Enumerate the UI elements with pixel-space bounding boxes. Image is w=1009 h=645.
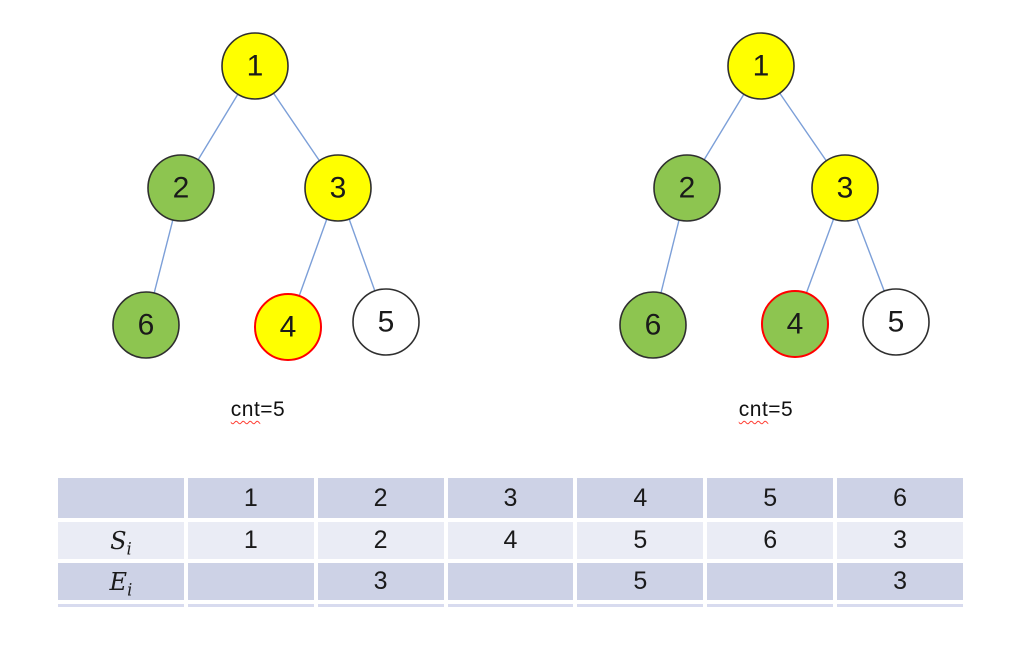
tree-node-3: 3 (811, 154, 879, 222)
caption-word: cnt (230, 398, 261, 421)
node-circle (727, 32, 795, 100)
caption-rest: =5 (260, 398, 286, 421)
table-row-label-ei: Ei (58, 563, 184, 600)
table-cell: 3 (837, 522, 963, 559)
tree-node-6: 6 (619, 291, 687, 359)
tree-node-1: 1 (727, 32, 795, 100)
row-label-base: S (110, 526, 127, 555)
table-header-cell: 5 (707, 478, 834, 518)
node-label: 3 (330, 172, 347, 205)
node-circle (862, 288, 930, 356)
tree-node-1: 1 (221, 32, 289, 100)
table-border-cell (187, 604, 314, 607)
table-header-cell: 3 (447, 478, 574, 518)
node-label: 5 (378, 306, 395, 339)
table-border-cell (58, 604, 184, 607)
caption-rest: =5 (768, 398, 794, 421)
right-tree: 1 2 3 6 4 5 (619, 32, 930, 359)
table-header-cell (58, 478, 184, 518)
right-tree-caption: cnt=5 (739, 398, 793, 422)
array-table: 1 2 3 4 5 6 Si 1 2 4 5 6 3 Ei 3 5 3 (58, 478, 963, 607)
node-circle (221, 32, 289, 100)
left-tree: 1 2 3 6 4 5 (112, 32, 420, 361)
tree-node-5: 5 (352, 288, 420, 356)
table-cell: 6 (707, 522, 834, 559)
node-circle (254, 293, 322, 361)
row-label-sub: i (126, 539, 132, 559)
table-border-cell (317, 604, 444, 607)
left-tree-caption: cnt=5 (231, 398, 285, 422)
tree-node-5: 5 (862, 288, 930, 356)
node-label: 5 (888, 306, 905, 339)
table-cell: 4 (447, 522, 574, 559)
node-label: 6 (138, 309, 155, 342)
caption-word: cnt (738, 398, 769, 421)
row-label-base: E (109, 567, 128, 596)
table-cell: 5 (577, 522, 704, 559)
node-label: 4 (787, 308, 804, 341)
tree-node-4: 4 (761, 290, 829, 358)
trees-svg: 1 2 3 6 4 5 1 2 3 6 4 5 (112, 32, 930, 361)
table-row-label-si: Si (58, 522, 184, 559)
table-cell: 2 (317, 522, 444, 559)
node-circle (112, 291, 180, 359)
node-label: 1 (753, 50, 770, 83)
node-circle (619, 291, 687, 359)
table-header-cell: 2 (317, 478, 444, 518)
table-cell (707, 563, 834, 600)
table-border-cell (577, 604, 704, 607)
table-cell (187, 563, 314, 600)
table-cell: 3 (317, 563, 444, 600)
node-circle (147, 154, 215, 222)
node-circle (811, 154, 879, 222)
table-border-cell (707, 604, 834, 607)
node-circle (352, 288, 420, 356)
table-border-cell (837, 604, 963, 607)
node-circle (304, 154, 372, 222)
table-border-cell (447, 604, 574, 607)
table-cell: 3 (837, 563, 963, 600)
tree-node-4: 4 (254, 293, 322, 361)
table-header-cell: 1 (187, 478, 314, 518)
tree-node-6: 6 (112, 291, 180, 359)
table-cell: 1 (187, 522, 314, 559)
node-label: 1 (247, 50, 264, 83)
table-header-cell: 6 (837, 478, 963, 518)
node-label: 2 (679, 172, 696, 205)
node-circle (653, 154, 721, 222)
node-label: 3 (837, 172, 854, 205)
tree-node-2: 2 (147, 154, 215, 222)
table-cell (447, 563, 574, 600)
node-label: 4 (280, 311, 297, 344)
table-cell: 5 (577, 563, 704, 600)
node-label: 6 (645, 309, 662, 342)
node-circle (761, 290, 829, 358)
table-header-cell: 4 (577, 478, 704, 518)
tree-node-2: 2 (653, 154, 721, 222)
tree-node-3: 3 (304, 154, 372, 222)
row-label-sub: i (127, 580, 133, 600)
node-label: 2 (173, 172, 190, 205)
